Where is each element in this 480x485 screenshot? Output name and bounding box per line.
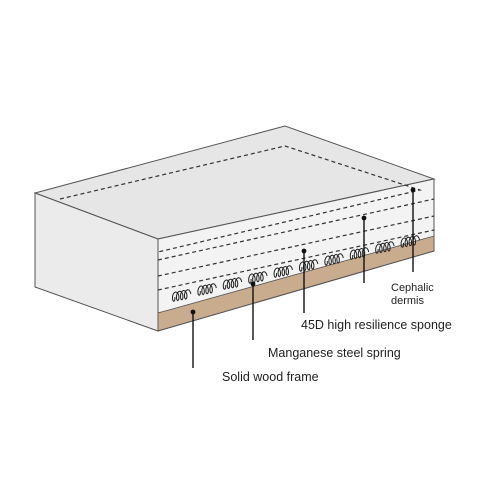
spring-coil — [375, 241, 395, 254]
spring-coil — [248, 271, 268, 284]
manganese-steel-springs — [172, 235, 420, 302]
spring-dashed-line — [157, 229, 435, 291]
label-sponge: 45D high resilience sponge — [301, 318, 452, 332]
label-frame: Solid wood frame — [222, 370, 319, 384]
leader-dot-frame — [190, 309, 196, 315]
leader-dot-spring — [250, 281, 256, 287]
spring-coil — [172, 289, 192, 302]
spring-coil — [299, 259, 319, 272]
leader-lines — [192, 190, 414, 368]
layer-dashed-lines — [59, 145, 435, 291]
spring-coil — [222, 277, 243, 290]
spring-coil — [197, 283, 217, 296]
leader-dot-sponge — [301, 248, 307, 254]
label-spring: Manganese steel spring — [268, 346, 401, 360]
sponge-dashed-line-2 — [157, 215, 435, 277]
label-cephalic-dermis-line1: Cephalic — [391, 282, 434, 294]
spring-coil — [273, 265, 293, 278]
leader-dot-dermis-1 — [361, 215, 367, 221]
sponge-dashed-line-1 — [157, 198, 435, 261]
spring-coil — [324, 253, 344, 266]
top-dashed-line — [59, 145, 423, 253]
spring-coil — [349, 247, 370, 260]
leader-dots — [190, 187, 416, 315]
label-cephalic-dermis: Cephalic dermis — [391, 282, 461, 308]
leader-dot-dermis-2 — [410, 187, 416, 193]
label-cephalic-dermis-line2: dermis — [391, 295, 425, 307]
